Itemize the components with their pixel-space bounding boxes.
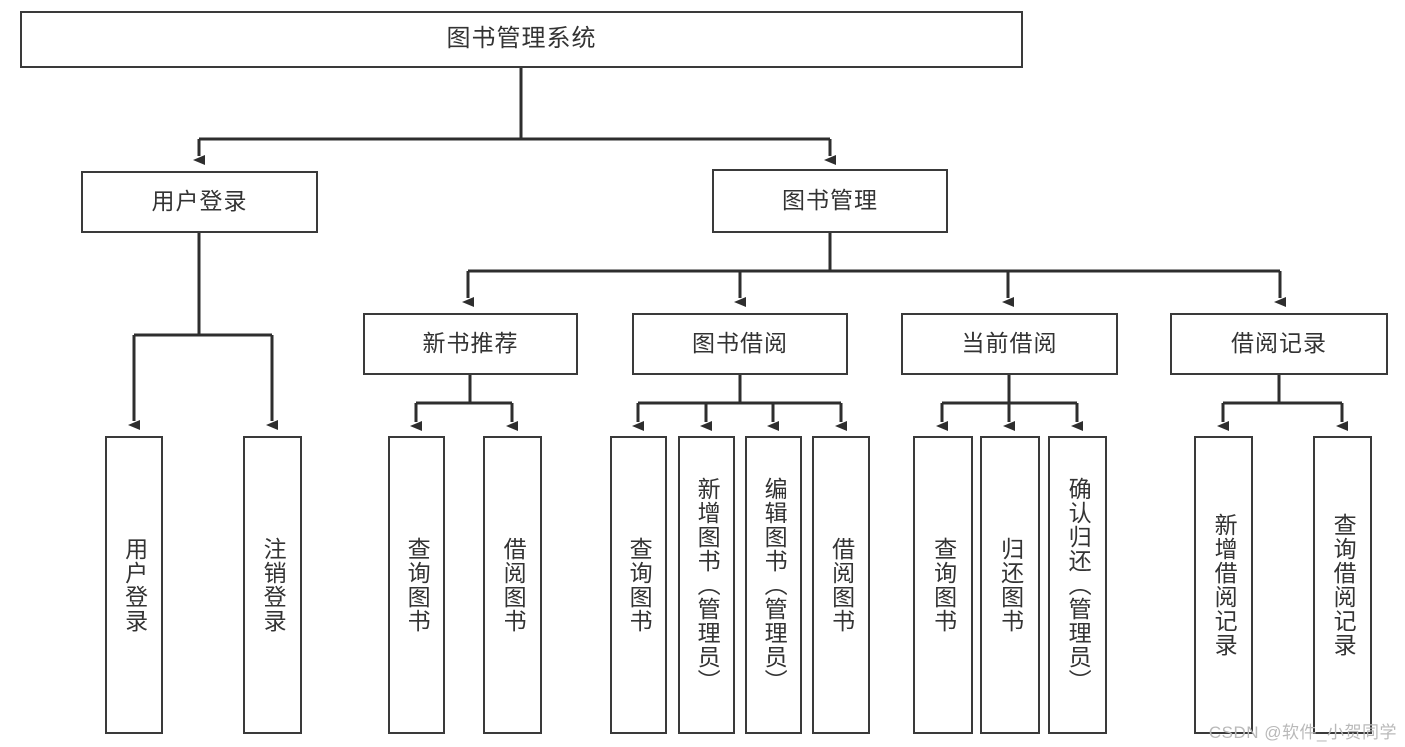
node-label: 查询借阅记录 — [1330, 513, 1357, 657]
node-label: 新书推荐 — [422, 330, 519, 357]
node-leaf-query-book-borrow[interactable]: 查询图书 — [610, 436, 667, 734]
node-level1-user-login[interactable]: 用户登录 — [81, 171, 318, 233]
node-leaf-borrow-book-recommend[interactable]: 借阅图书 — [483, 436, 542, 734]
node-leaf-query-book-current[interactable]: 查询图书 — [913, 436, 973, 734]
node-label: 新增图书（管理员） — [694, 477, 721, 693]
node-leaf-edit-book-admin[interactable]: 编辑图书（管理员） — [745, 436, 802, 734]
node-leaf-borrow-book[interactable]: 借阅图书 — [812, 436, 870, 734]
node-leaf-add-book-admin[interactable]: 新增图书（管理员） — [678, 436, 735, 734]
node-label: 用户登录 — [121, 537, 148, 633]
node-level2-borrow-records[interactable]: 借阅记录 — [1170, 313, 1388, 375]
node-level2-new-book-recommend[interactable]: 新书推荐 — [363, 313, 578, 375]
node-label: 当前借阅 — [961, 330, 1058, 357]
node-level1-book-management[interactable]: 图书管理 — [712, 169, 948, 233]
node-level2-current-borrow[interactable]: 当前借阅 — [901, 313, 1118, 375]
node-label: 查询图书 — [930, 537, 957, 633]
node-label: 查询图书 — [626, 537, 653, 633]
node-leaf-confirm-return-admin[interactable]: 确认归还（管理员） — [1048, 436, 1107, 734]
node-root-图书管理系统[interactable]: 图书管理系统 — [20, 11, 1023, 68]
node-label: 图书管理系统 — [446, 25, 597, 53]
node-label: 借阅图书 — [500, 537, 527, 633]
node-label: 编辑图书（管理员） — [761, 477, 788, 693]
node-label: 图书借阅 — [692, 330, 788, 357]
node-leaf-query-borrow-record[interactable]: 查询借阅记录 — [1313, 436, 1372, 734]
node-label: 归还图书 — [997, 537, 1024, 633]
node-leaf-logout[interactable]: 注销登录 — [243, 436, 302, 734]
node-leaf-add-borrow-record[interactable]: 新增借阅记录 — [1194, 436, 1253, 734]
node-label: 图书管理 — [782, 187, 878, 214]
node-leaf-query-book-recommend[interactable]: 查询图书 — [388, 436, 445, 734]
node-label: 新增借阅记录 — [1211, 513, 1238, 657]
node-leaf-return-book[interactable]: 归还图书 — [980, 436, 1040, 734]
node-leaf-user-login[interactable]: 用户登录 — [105, 436, 163, 734]
node-label: 借阅图书 — [828, 537, 855, 633]
node-label: 查询图书 — [404, 537, 431, 633]
node-label: 借阅记录 — [1231, 330, 1327, 357]
node-label: 确认归还（管理员） — [1065, 477, 1092, 693]
node-level2-book-borrow[interactable]: 图书借阅 — [632, 313, 848, 375]
node-label: 用户登录 — [151, 188, 248, 215]
watermark-text: CSDN @软件_小贺同学 — [1208, 723, 1397, 742]
node-label: 注销登录 — [260, 537, 287, 633]
